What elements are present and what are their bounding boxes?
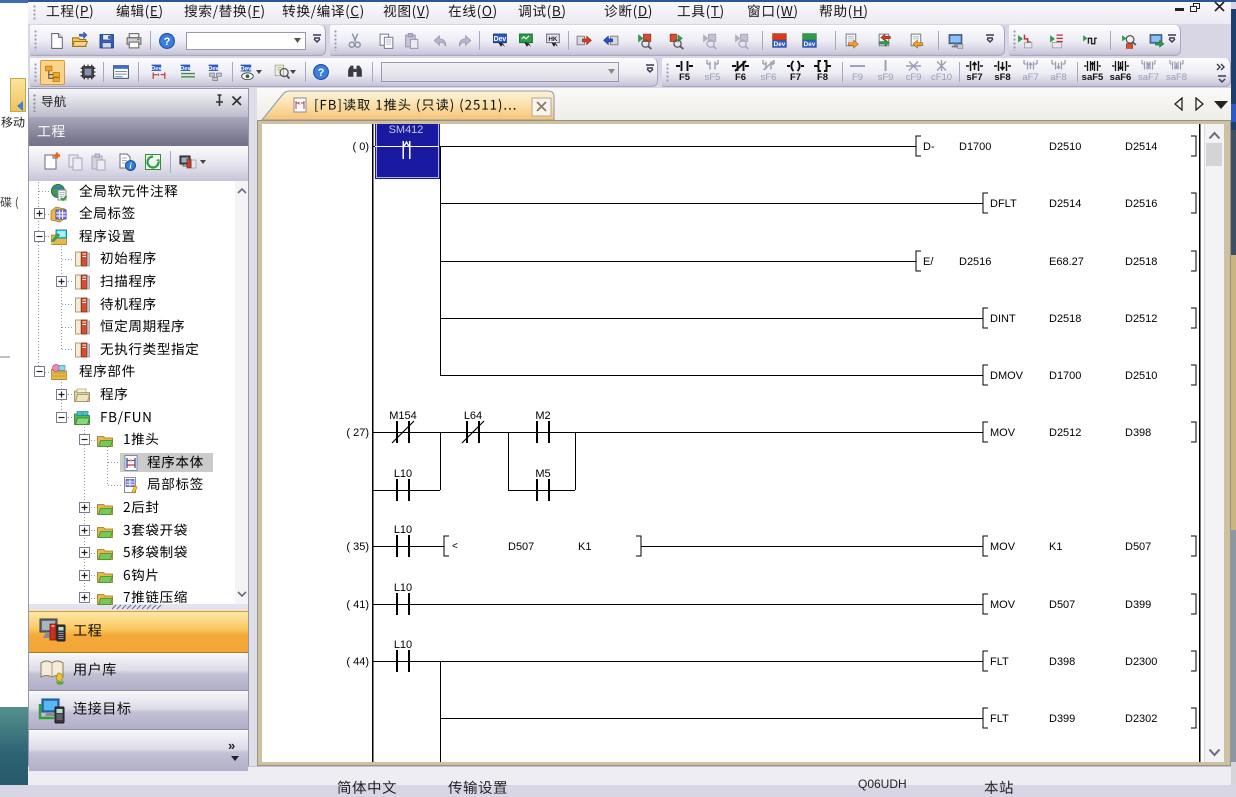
svg-text:D398: D398: [1125, 427, 1151, 439]
svg-text:L10: L10: [394, 524, 412, 536]
svg-text:?: ?: [318, 67, 325, 79]
svg-text:D2518: D2518: [1125, 256, 1157, 268]
svg-text:K1: K1: [578, 541, 591, 553]
svg-text:D2512: D2512: [1125, 313, 1157, 325]
svg-text:Dev: Dev: [208, 66, 219, 72]
svg-text:( 44): ( 44): [346, 656, 369, 668]
svg-text:MOV: MOV: [990, 599, 1016, 611]
svg-text:( 35): ( 35): [346, 541, 369, 553]
svg-text:FLT: FLT: [990, 656, 1009, 668]
svg-text:Dev: Dev: [774, 41, 786, 48]
svg-text:L10: L10: [394, 468, 412, 480]
svg-text:FLT: FLT: [990, 713, 1009, 725]
svg-text:D2510: D2510: [1125, 370, 1157, 382]
svg-text:M154: M154: [389, 410, 417, 422]
svg-text:D507: D507: [508, 541, 534, 553]
svg-text:MOV: MOV: [990, 541, 1016, 553]
svg-text:( 41): ( 41): [346, 599, 369, 611]
svg-text:SM412: SM412: [389, 124, 424, 136]
svg-text:DMOV: DMOV: [990, 370, 1024, 382]
svg-text:<: <: [452, 541, 458, 552]
svg-text:L10: L10: [394, 639, 412, 651]
svg-text:M5: M5: [535, 468, 550, 480]
svg-text:?: ?: [164, 36, 171, 48]
svg-text:HK: HK: [548, 36, 558, 43]
svg-text:D2516: D2516: [1125, 198, 1157, 210]
svg-text:D398: D398: [1049, 656, 1075, 668]
svg-text:L64: L64: [464, 410, 482, 422]
svg-text:MOV: MOV: [990, 427, 1016, 439]
svg-text:D1700: D1700: [959, 141, 991, 153]
svg-text:DINT: DINT: [990, 313, 1016, 325]
svg-text:D2516: D2516: [959, 256, 991, 268]
svg-text:Dev: Dev: [494, 36, 507, 43]
svg-text:D2514: D2514: [1049, 198, 1081, 210]
svg-text:Dev: Dev: [240, 65, 252, 72]
svg-text:D2512: D2512: [1049, 427, 1081, 439]
svg-text:M2: M2: [535, 410, 550, 422]
svg-text:D399: D399: [1049, 713, 1075, 725]
svg-text:D2514: D2514: [1125, 141, 1157, 153]
svg-text:( 27): ( 27): [346, 427, 369, 439]
svg-text:D507: D507: [1125, 541, 1151, 553]
svg-text:D2300: D2300: [1125, 656, 1157, 668]
svg-text:Dev: Dev: [804, 41, 816, 48]
svg-text:L10: L10: [394, 582, 412, 594]
svg-text:D1700: D1700: [1049, 370, 1081, 382]
svg-text:E/: E/: [923, 256, 934, 268]
svg-text:D2302: D2302: [1125, 713, 1157, 725]
svg-text:K1: K1: [1049, 541, 1062, 553]
svg-text:Dev: Dev: [151, 66, 162, 72]
svg-text:D399: D399: [1125, 599, 1151, 611]
svg-text:( 0): ( 0): [353, 141, 370, 153]
svg-text:D507: D507: [1049, 599, 1075, 611]
svg-text:DFLT: DFLT: [990, 198, 1017, 210]
svg-text:D2518: D2518: [1049, 313, 1081, 325]
svg-text:D2510: D2510: [1049, 141, 1081, 153]
svg-text:Dev: Dev: [180, 66, 191, 72]
svg-text:D-: D-: [923, 141, 935, 153]
svg-text:i: i: [129, 161, 132, 171]
svg-text:E68.27: E68.27: [1049, 256, 1084, 268]
